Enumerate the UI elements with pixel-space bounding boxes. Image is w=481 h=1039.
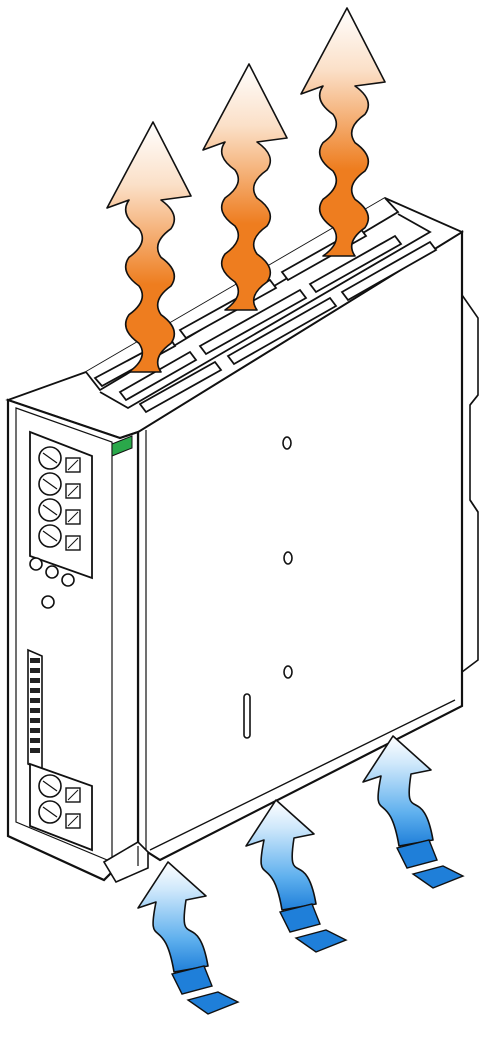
terminal-screw <box>38 774 81 803</box>
hot-air-arrows <box>106 7 386 373</box>
device-front-face <box>6 398 149 884</box>
side-slot <box>243 693 251 739</box>
cool-air-arrow-left <box>137 861 240 1015</box>
terminal-screw <box>38 446 81 473</box>
terminal-block-top <box>29 430 93 580</box>
din-rail-clip <box>461 292 479 674</box>
hot-air-arrow-middle <box>202 63 288 311</box>
status-led <box>111 435 133 457</box>
screw-hole <box>283 665 293 679</box>
cool-air-arrows <box>137 735 465 1015</box>
hot-air-arrow-left <box>106 121 192 373</box>
indicator-lights <box>29 557 75 609</box>
screw-hole <box>282 436 292 450</box>
cool-air-arrow-middle <box>245 799 348 953</box>
screw-hole <box>283 551 293 565</box>
terminal-screw <box>38 524 81 551</box>
bottom-clip <box>102 840 149 884</box>
terminal-screw <box>38 800 81 829</box>
terminal-block-bottom <box>29 762 93 852</box>
terminal-screw <box>38 472 81 499</box>
cool-air-arrow-right <box>362 735 465 889</box>
dip-switch-strip <box>27 648 43 772</box>
terminal-screw <box>38 498 81 525</box>
hot-air-arrow-right <box>300 7 386 257</box>
